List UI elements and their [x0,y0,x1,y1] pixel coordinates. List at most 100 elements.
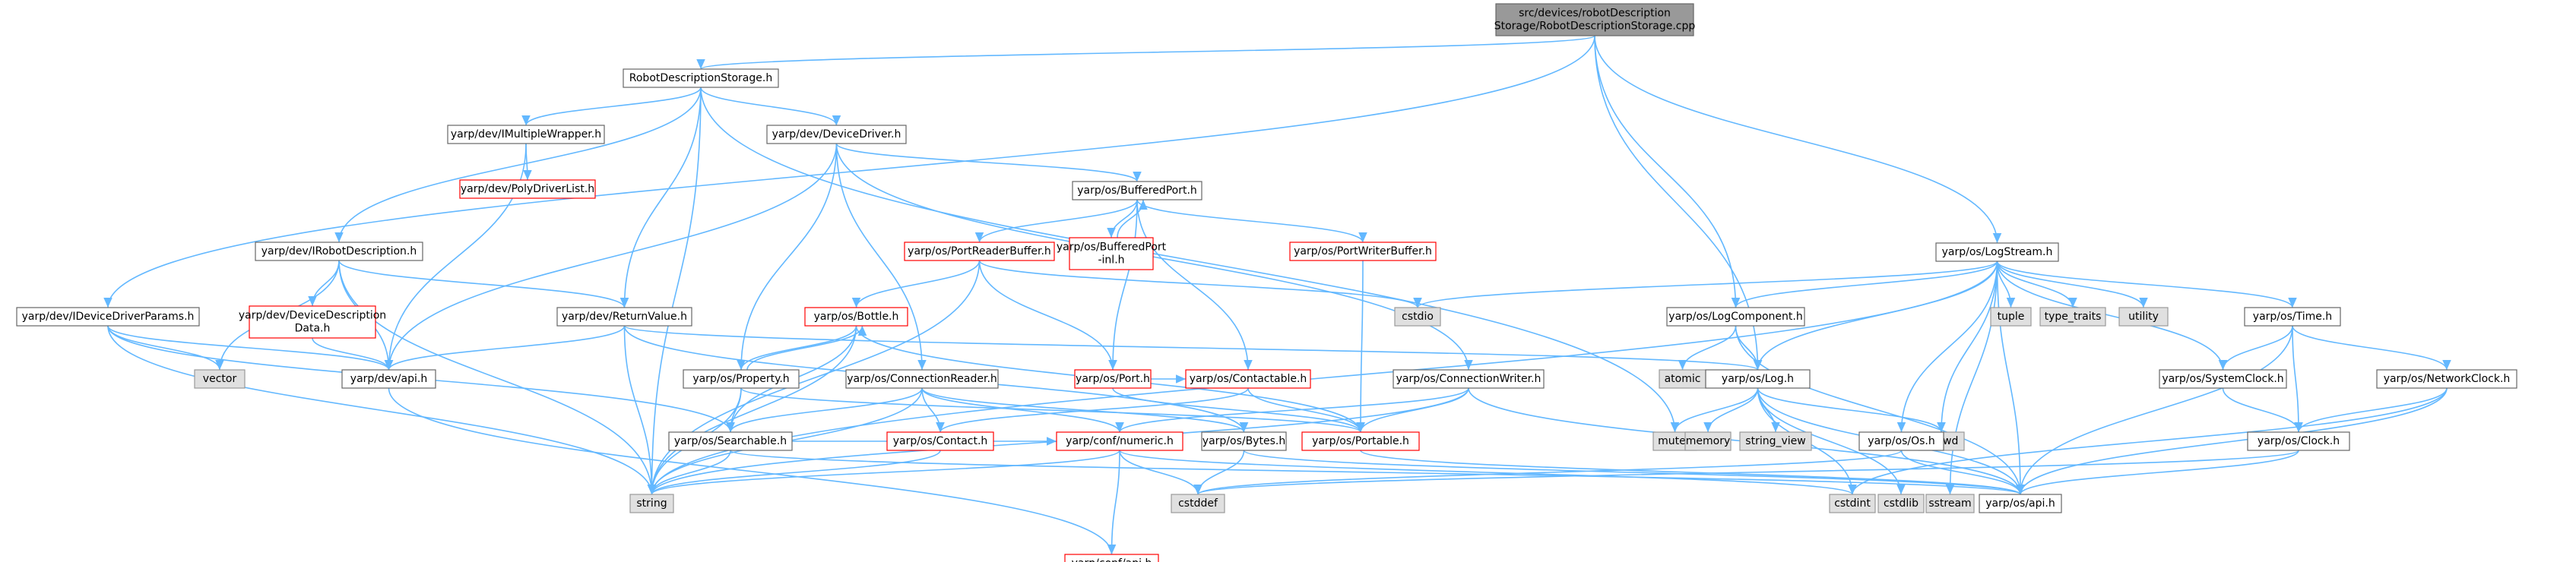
node-searchable[interactable]: yarp/os/Searchable.h [668,431,793,451]
node-sysclock[interactable]: yarp/os/SystemClock.h [2159,369,2287,389]
edge-contactable-to-contact [936,387,1249,433]
node-label-imw: yarp/dev/IMultipleWrapper.h [451,128,601,140]
node-label-cstdlib: cstdlib [1884,497,1919,510]
node-label-atomic: atomic [1665,373,1701,385]
node-root: src/devices/robotDescriptionStorage/Robo… [1494,3,1695,36]
node-label-bpinl: -inl.h [1098,254,1124,267]
node-box-bytes [1201,431,1287,451]
edge-logstream-to-utility [1996,260,2148,308]
node-string: string [629,494,674,513]
edge-cw-to-numeric [1115,387,1469,433]
node-box-time [2244,307,2341,327]
node-box-stringview [1739,431,1812,451]
node-confapi[interactable]: yarp/conf/api.h [1064,554,1159,562]
edge-root-to-logstream [1594,35,2002,244]
node-os[interactable]: yarp/os/Os.h [1858,431,1944,451]
node-box-ddd [249,305,376,339]
node-contact[interactable]: yarp/os/Contact.h [886,431,994,451]
node-logcomp[interactable]: yarp/os/LogComponent.h [1666,307,1805,327]
node-cr[interactable]: yarp/os/ConnectionReader.h [845,369,999,389]
node-box-os [1858,431,1944,451]
edge-log-to-stringview [1757,387,1780,433]
node-idp[interactable]: yarp/dev/IDeviceDriverParams.h [16,307,200,327]
edge-idp-to-devapi [107,325,394,371]
node-bpinl[interactable]: yarp/os/BufferedPort-inl.h [1057,237,1167,270]
node-bport[interactable]: yarp/os/BufferedPort.h [1072,181,1202,200]
node-sstream: sstream [1925,494,1975,513]
node-rds[interactable]: RobotDescriptionStorage.h [623,68,779,88]
edge-rds-to-string [647,87,702,495]
edge-cr-to-contact [921,387,945,433]
node-label-ddd: yarp/dev/DeviceDescription [239,310,386,322]
node-box-pwb [1289,242,1437,261]
node-label-bport: yarp/os/BufferedPort.h [1077,185,1197,197]
node-numeric[interactable]: yarp/conf/numeric.h [1056,431,1183,451]
edge-portable-to-osapi [1360,450,2025,495]
node-box-cstdio [1394,307,1441,327]
edge-log-to-cstdlib [1757,387,1906,495]
node-label-stringview: string_view [1745,435,1805,447]
node-box-netclock [2376,369,2517,389]
node-label-rds: RobotDescriptionStorage.h [629,72,772,84]
node-ddriver[interactable]: yarp/dev/DeviceDriver.h [766,125,907,144]
node-label-osapi: yarp/os/api.h [1985,497,2055,510]
node-clock[interactable]: yarp/os/Clock.h [2247,431,2350,451]
node-bytes[interactable]: yarp/os/Bytes.h [1201,431,1287,451]
edge-ddriver-to-property [737,143,838,371]
node-rv[interactable]: yarp/dev/ReturnValue.h [556,307,692,327]
node-label-cw: yarp/os/ConnectionWriter.h [1396,373,1541,385]
edge-idp-to-vector [107,325,224,371]
edge-numeric-to-cstdint [1119,450,1857,495]
node-portable[interactable]: yarp/os/Portable.h [1301,431,1420,451]
node-cw[interactable]: yarp/os/ConnectionWriter.h [1393,369,1545,389]
node-label-property: yarp/os/Property.h [692,373,789,385]
node-devapi[interactable]: yarp/dev/api.h [341,369,436,389]
node-bottle[interactable]: yarp/os/Bottle.h [804,307,908,327]
node-polydl[interactable]: yarp/dev/PolyDriverList.h [459,179,596,199]
node-label-root: src/devices/robotDescription [1519,8,1671,20]
node-label-typetraits: type_traits [2045,311,2102,323]
edge-netclock-to-cstdint [1848,387,2448,495]
node-label-bytes: yarp/os/Bytes.h [1202,435,1285,447]
node-box-port [1074,369,1152,389]
edge-contact-to-string [647,450,941,495]
edge-cr-to-bytes [921,387,1249,433]
edge-property-to-bottle [746,325,867,371]
node-box-searchable [668,431,793,451]
node-label-logcomp: yarp/os/LogComponent.h [1668,311,1802,323]
node-box-cw [1393,369,1545,389]
node-label-sstream: sstream [1928,497,1971,510]
node-label-rv: yarp/dev/ReturnValue.h [562,311,687,323]
node-port[interactable]: yarp/os/Port.h [1074,369,1152,389]
node-box-contact [886,431,994,451]
node-logstream[interactable]: yarp/os/LogStream.h [1935,242,2059,262]
node-label-pwb: yarp/os/PortWriterBuffer.h [1294,245,1432,257]
node-cstdlib: cstdlib [1877,494,1925,513]
node-vector: vector [194,369,246,389]
node-atomic: atomic [1659,369,1706,389]
edge-prb-to-cstdio [978,260,1422,308]
node-box-root [1495,3,1694,36]
node-label-time: yarp/os/Time.h [2253,311,2332,323]
node-ird[interactable]: yarp/dev/IRobotDescription.h [255,242,423,261]
node-osapi[interactable]: yarp/os/api.h [1979,494,2062,513]
node-property[interactable]: yarp/os/Property.h [683,369,800,389]
node-box-cstdint [1829,494,1876,513]
node-box-contactable [1185,369,1311,389]
node-label-confapi: yarp/conf/api.h [1072,557,1152,562]
node-time[interactable]: yarp/os/Time.h [2244,307,2341,327]
node-label-bpinl: yarp/os/BufferedPort [1057,242,1167,254]
node-box-bport [1072,181,1202,200]
node-label-vector: vector [203,373,237,385]
node-prb[interactable]: yarp/os/PortReaderBuffer.h [904,242,1055,261]
edge-time-to-sysclock [2218,325,2293,371]
edge-logstream-to-iosfwd [1937,260,1998,433]
node-imw[interactable]: yarp/dev/IMultipleWrapper.h [447,125,605,144]
edge-numeric-to-confapi [1107,450,1120,555]
node-netclock[interactable]: yarp/os/NetworkClock.h [2376,369,2517,389]
node-pwb[interactable]: yarp/os/PortWriterBuffer.h [1289,242,1437,261]
node-log[interactable]: yarp/os/Log.h [1705,369,1811,389]
node-contactable[interactable]: yarp/os/Contactable.h [1185,369,1311,389]
